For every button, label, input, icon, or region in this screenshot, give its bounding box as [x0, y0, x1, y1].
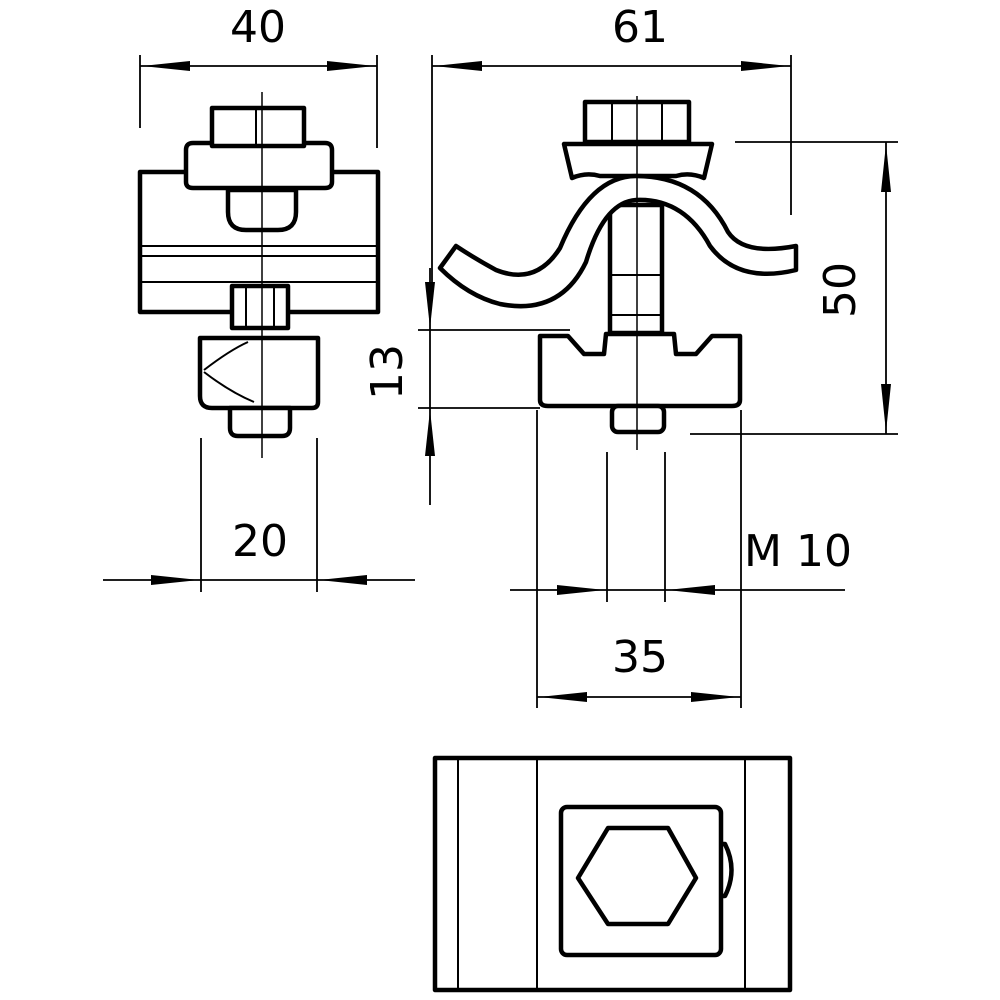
front-view-base: [537, 331, 743, 409]
dimension-50-label: 50: [815, 262, 866, 318]
dimension-61: 61: [431, 2, 792, 282]
dimension-61-label: 61: [612, 2, 668, 53]
front-view-washer: [561, 141, 715, 181]
dimension-m10: M 10: [510, 452, 852, 602]
dimension-40: 40: [139, 2, 378, 148]
dimension-35: 35: [536, 410, 742, 708]
dimension-35-label: 35: [612, 632, 668, 683]
side-view-clamp: [197, 335, 321, 411]
dimension-40-label: 40: [230, 2, 286, 53]
plan-view: [432, 755, 793, 993]
front-view-spring-strap: [437, 173, 799, 309]
dimension-50: 50: [690, 141, 898, 435]
dimension-13-label: 13: [362, 344, 413, 400]
dimension-m10-label: M 10: [744, 526, 852, 577]
side-view: [137, 92, 381, 458]
front-view: [437, 96, 799, 450]
dimension-20: 20: [103, 438, 415, 592]
side-view-washer: [183, 140, 335, 191]
dimension-20-label: 20: [232, 516, 288, 567]
dimension-13: 13: [362, 268, 570, 505]
plan-view-hex-nut: [575, 825, 699, 927]
side-view-hex-head: [209, 105, 307, 149]
